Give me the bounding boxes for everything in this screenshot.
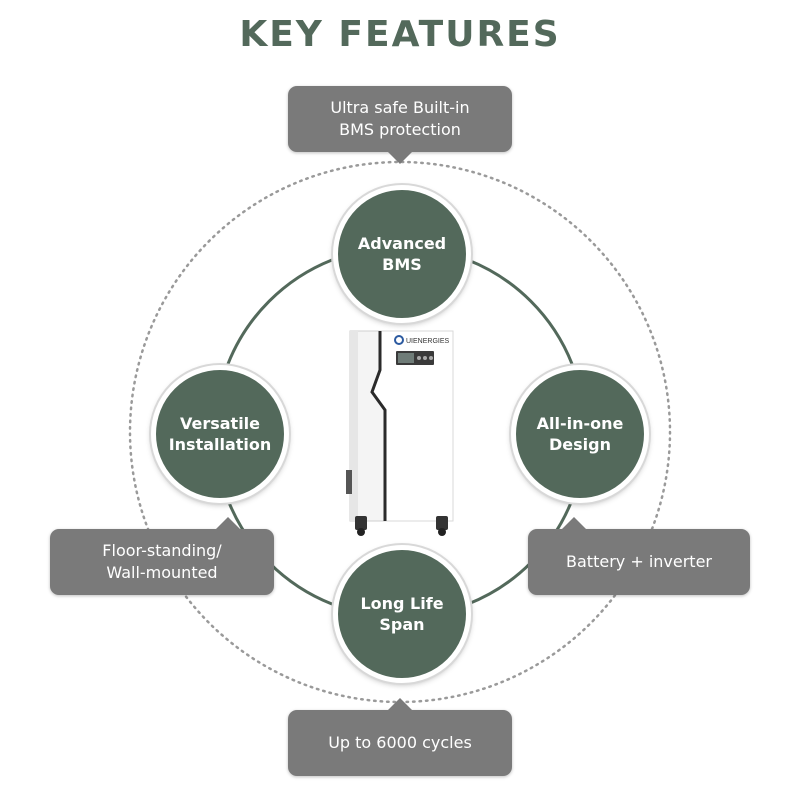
feature-versatile-installation: Versatile Installation: [151, 365, 289, 503]
product-brand: UIENERGIES: [406, 338, 450, 345]
callout-cycles: Up to 6000 cycles: [288, 698, 512, 776]
callout-battery-inverter: Battery + inverter: [528, 517, 750, 595]
callout-installation: Floor-standing/ Wall-mounted: [50, 517, 274, 595]
page-title: KEY FEATURES: [239, 14, 561, 55]
feature-advanced-bms: Advanced BMS: [333, 185, 471, 323]
product-image: UIENERGIES: [346, 330, 454, 536]
feature-all-in-one-design: All-in-one Design: [511, 365, 649, 503]
callout-bms-protection: Ultra safe Built-in BMS protection: [288, 86, 512, 164]
feature-long-life-span: Long Life Span: [333, 545, 471, 683]
